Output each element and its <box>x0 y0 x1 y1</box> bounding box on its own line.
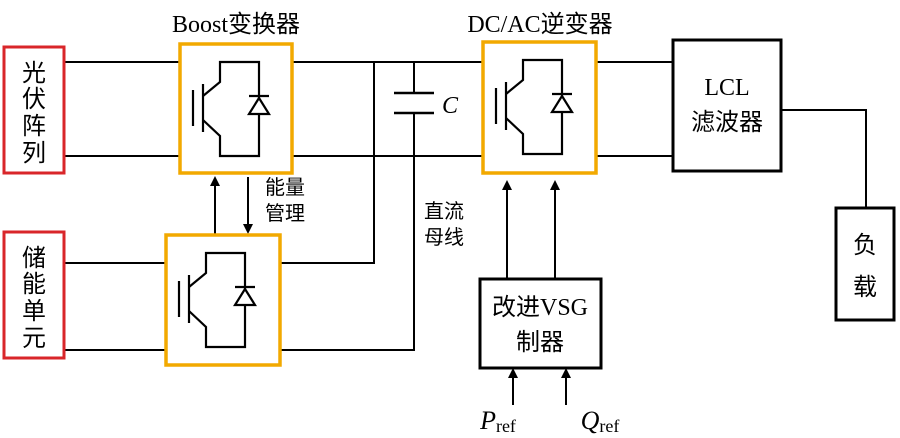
inverter-igbt-icon <box>494 58 574 156</box>
storage-label-char-2: 能 <box>22 271 46 298</box>
energy-mgmt-line-1: 能量 <box>265 176 305 199</box>
vsg-line-1: 改进VSG <box>492 294 588 321</box>
arrowhead-vsg-right <box>550 180 560 190</box>
energy-mgmt-line-2: 管理 <box>265 202 305 225</box>
storage-igbt-icon <box>177 251 257 349</box>
storage-label-char-3: 单 <box>22 298 46 325</box>
qref-main: Q <box>581 406 600 435</box>
wire-load <box>781 109 867 208</box>
lcl-filter-box <box>671 38 783 173</box>
arrowhead-vsg-left <box>502 180 512 190</box>
storage-converter-box <box>164 233 282 367</box>
arrowhead-pref <box>508 368 518 378</box>
qref-sub: ref <box>599 416 619 436</box>
dc-bus-line-1: 直流 <box>424 200 464 223</box>
pv-label-char-2: 伏 <box>22 86 46 113</box>
wires <box>64 61 867 405</box>
arrowhead-qref <box>561 368 571 378</box>
pv-label-char-4: 列 <box>22 140 46 167</box>
arrowhead-down-energy <box>243 224 253 234</box>
wire-bus-bottom <box>280 156 415 351</box>
vsg-line-2: 制器 <box>516 329 564 356</box>
storage-label-char-1: 储 <box>22 245 46 272</box>
qref-label: Qref <box>581 406 620 436</box>
load-label-char-2: 载 <box>853 274 877 301</box>
pref-sub: ref <box>496 416 516 436</box>
load-box <box>834 206 896 322</box>
dc-bus-line-2: 母线 <box>424 226 464 249</box>
vsg-controller-box <box>478 277 603 370</box>
boost-igbt-icon <box>191 60 271 158</box>
storage-unit-box <box>2 230 66 360</box>
pref-main: P <box>479 406 496 435</box>
wire-bus-top <box>280 62 375 264</box>
arrowhead-up-energy <box>210 176 220 186</box>
pv-label-char-1: 光 <box>22 60 46 87</box>
lcl-line-1: LCL <box>704 75 749 101</box>
pv-label-char-3: 阵 <box>22 113 46 140</box>
pv-array-box <box>2 45 66 175</box>
load-label-char-1: 负 <box>853 232 877 259</box>
inverter-title: DC/AC逆变器 <box>467 11 612 38</box>
boost-title: Boost变换器 <box>172 11 300 38</box>
boost-converter-box <box>178 42 294 175</box>
capacitor-label: C <box>442 93 459 119</box>
pref-label: Pref <box>479 406 516 436</box>
inverter-box <box>481 40 598 175</box>
lcl-line-2: 滤波器 <box>691 109 763 136</box>
storage-label-char-4: 元 <box>22 326 46 352</box>
